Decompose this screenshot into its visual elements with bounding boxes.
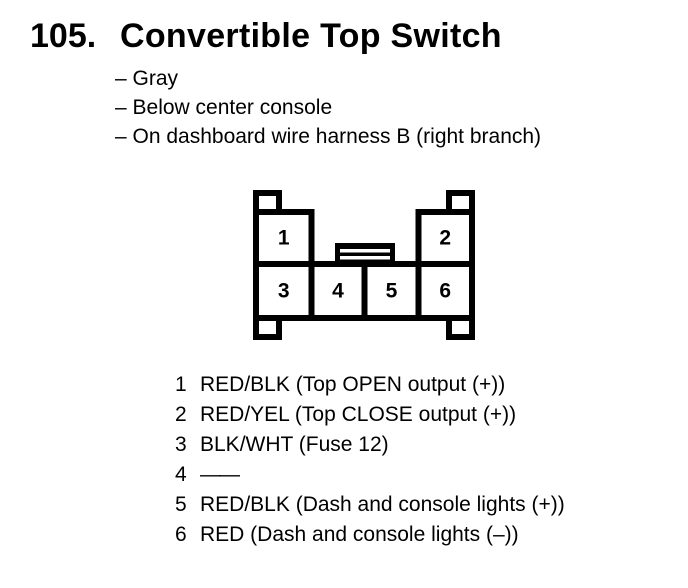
legend-pin-number: 1 [175,373,187,396]
legend-wire-description: BLK/WHT (Fuse 12) [200,433,389,456]
note-harness: – On dashboard wire harness B (right bra… [115,125,542,148]
connector-diagram: 1 2 3 4 5 6 [252,188,476,340]
pin-label-6: 6 [439,279,452,303]
note-color: – Gray [115,67,179,90]
mount-tab-top-left [253,190,282,215]
connector-notes: – Gray – Below center console – On dashb… [115,64,541,151]
legend-row: 6 RED (Dash and console lights (–)) [175,520,565,550]
pin-label-5: 5 [385,279,398,303]
cavity-2-outline [415,209,475,267]
page-title: Convertible Top Switch [120,17,502,55]
legend-row: 2 RED/YEL (Top CLOSE output (+)) [175,400,565,430]
legend-wire-description: RED/YEL (Top CLOSE output (+)) [200,403,517,426]
pin-label-2: 2 [439,226,452,250]
cavity-1-outline [253,209,315,267]
item-number: 105. [30,17,97,55]
note-location: – Below center console [115,96,333,119]
connector-outline-svg [253,190,475,340]
pin-label-3: 3 [277,279,290,303]
legend-wire-description: RED (Dash and console lights (–)) [200,523,519,546]
pin-legend: 1 RED/BLK (Top OPEN output (+)) 2 RED/YE… [175,370,565,550]
legend-wire-description: RED/BLK (Top OPEN output (+)) [200,373,506,396]
pin-label-1: 1 [277,226,290,250]
legend-row: 4 —— [175,460,565,490]
legend-pin-number: 3 [175,433,187,456]
legend-wire-description: RED/BLK (Dash and console lights (+)) [200,493,565,516]
legend-row: 3 BLK/WHT (Fuse 12) [175,430,565,460]
mount-tab-bottom-left [253,315,282,340]
mount-tab-top-right [446,190,475,215]
legend-pin-number: 5 [175,493,187,516]
legend-pin-number: 6 [175,523,187,546]
pin-label-4: 4 [332,279,344,303]
legend-wire-description: —— [200,463,240,486]
legend-pin-number: 2 [175,403,187,426]
latch-icon [335,243,395,267]
legend-row: 1 RED/BLK (Top OPEN output (+)) [175,370,565,400]
legend-row: 5 RED/BLK (Dash and console lights (+)) [175,490,565,520]
mount-tab-bottom-right [446,315,475,340]
legend-pin-number: 4 [175,463,187,486]
